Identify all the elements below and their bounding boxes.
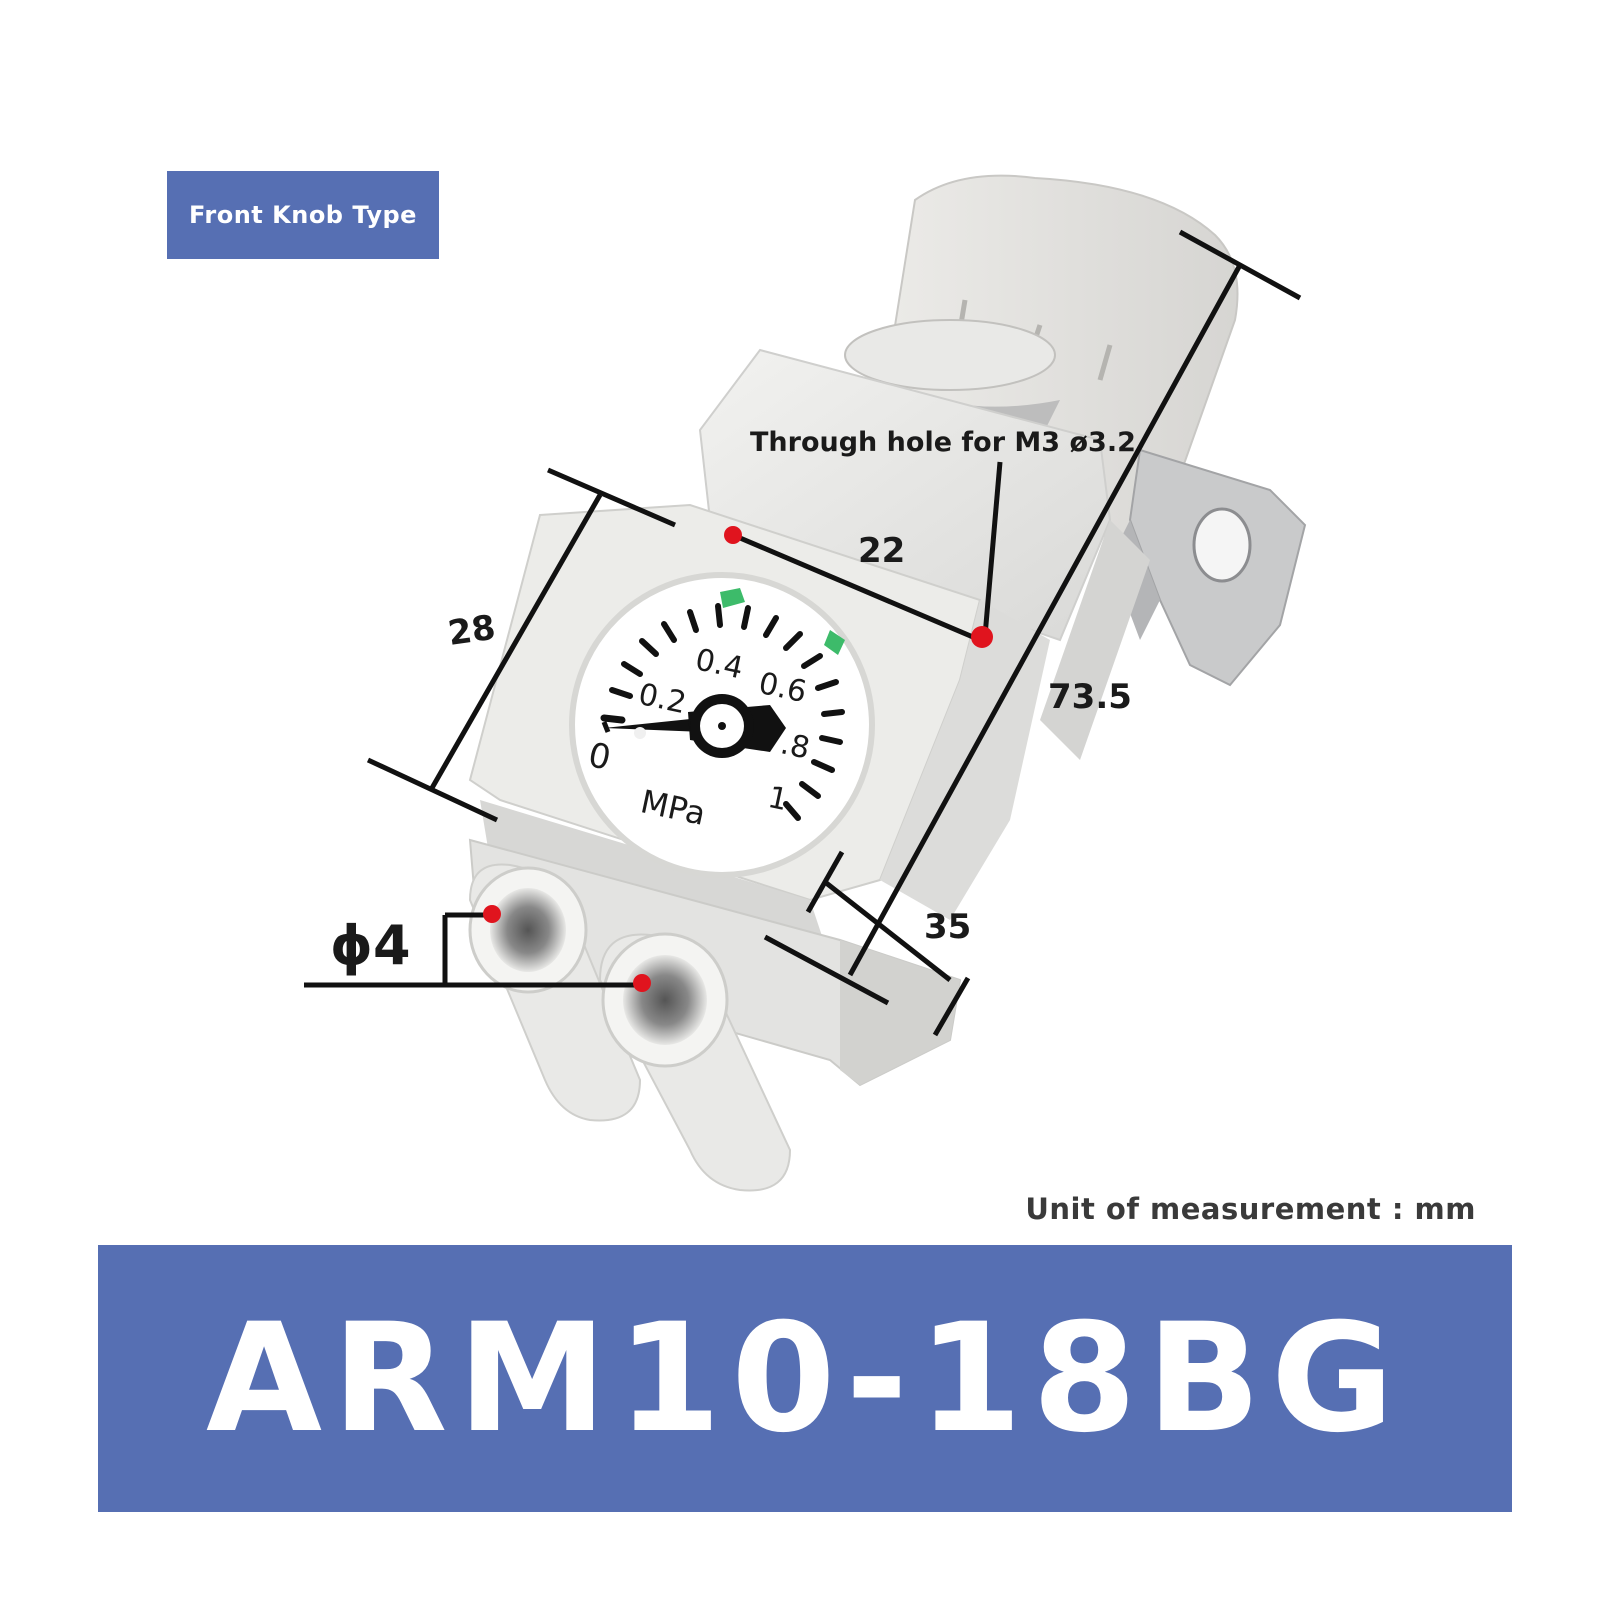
marker-port-right (633, 974, 651, 992)
pressure-gauge: 0 0.2 0.4 0.6 .8 1 MPa (569, 572, 875, 878)
marker-hole (971, 626, 993, 648)
fitting-port-left (468, 863, 642, 1122)
unit-of-measurement-note: Unit of measurement : mm (1025, 1192, 1476, 1226)
label-dim-73-5: 73.5 (1048, 677, 1132, 717)
marker-port-left (483, 905, 501, 923)
label-dim-phi4: ϕ4 (330, 914, 411, 977)
marker-22-start (724, 526, 742, 544)
label-dim-35: 35 (924, 907, 971, 947)
model-banner: ARM10-18BG (98, 1245, 1512, 1512)
gauge-tick-0-8: .8 (778, 726, 813, 766)
dimension-lines (304, 229, 1302, 1037)
tag-label: Front Knob Type (189, 201, 417, 229)
fitting-port-right (598, 932, 792, 1192)
label-dim-22: 22 (858, 531, 905, 571)
model-number: ARM10-18BG (205, 1291, 1405, 1466)
front-knob-type-tag: Front Knob Type (167, 171, 439, 259)
upper-body-block (698, 348, 1150, 760)
reference-markers (483, 526, 993, 992)
label-through-hole: Through hole for M3 ø3.2 (750, 427, 1136, 458)
label-dim-28: 28 (446, 608, 498, 654)
